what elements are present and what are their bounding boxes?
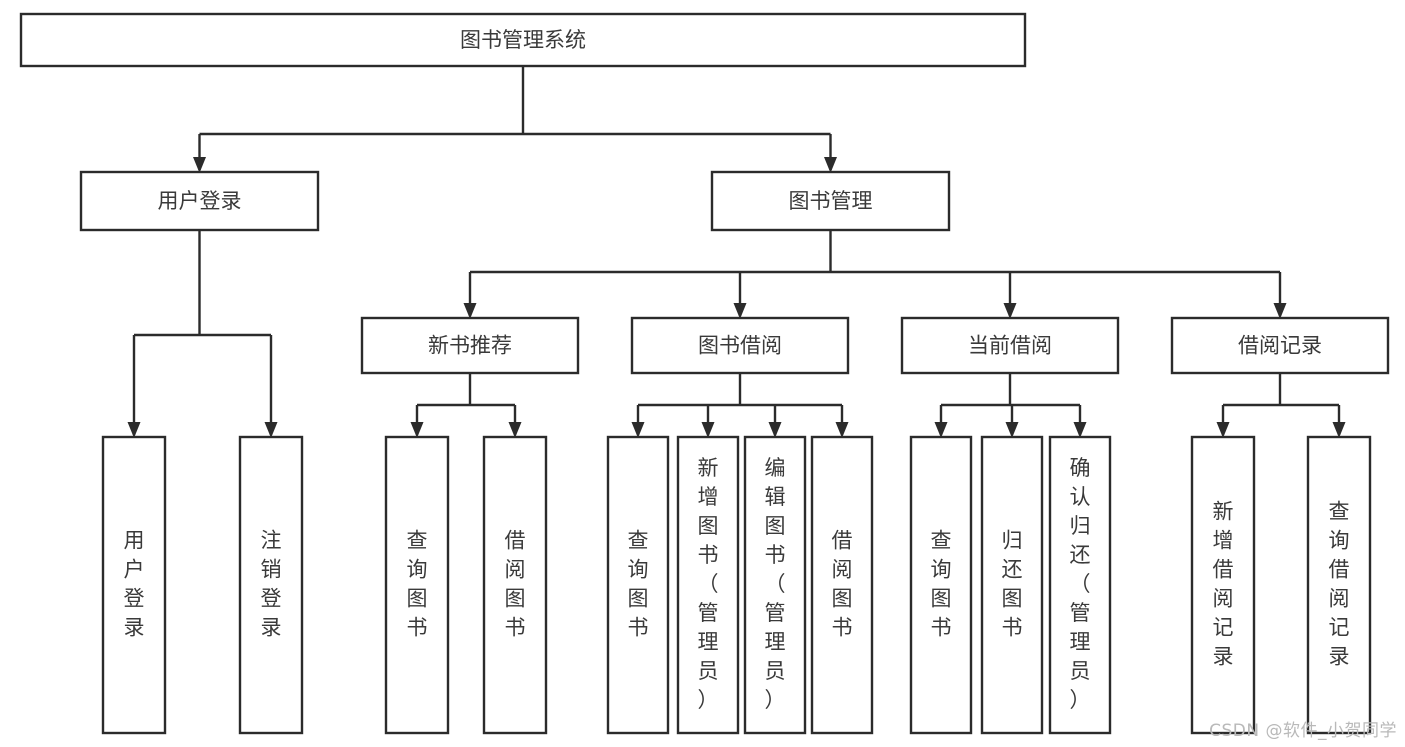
node-box-leaf-add-record[interactable]: [1190, 435, 1256, 735]
node-leaf-confirm-return[interactable]: 确认归还（管理员）: [1048, 435, 1112, 735]
node-label-leaf-add-record: 新增借阅记录: [1213, 500, 1234, 669]
node-leaf-add-book[interactable]: 新增图书（管理员）: [676, 435, 740, 735]
node-box-book-manage[interactable]: [710, 170, 951, 232]
node-leaf-query-book-3[interactable]: 查询图书: [909, 435, 973, 735]
node-label-leaf-query-record: 查询借阅记录: [1329, 500, 1350, 669]
node-box-leaf-return-book[interactable]: [980, 435, 1044, 735]
node-box-leaf-query-book-2[interactable]: [606, 435, 670, 735]
node-box-book-borrow[interactable]: [630, 316, 850, 375]
node-leaf-logout[interactable]: 注销登录: [238, 435, 304, 735]
connector-layer: [127, 66, 1346, 438]
node-label-leaf-query-book-1: 查询图书: [407, 529, 428, 640]
connector-book-borrow: [631, 373, 849, 438]
node-leaf-query-book-1[interactable]: 查询图书: [384, 435, 450, 735]
node-box-user-login[interactable]: [79, 170, 320, 232]
node-label-leaf-edit-book: 编辑图书（管理员）: [765, 456, 786, 712]
node-label-current-borrow: 当前借阅: [968, 334, 1052, 358]
node-box-current-borrow[interactable]: [900, 316, 1120, 375]
node-box-leaf-logout[interactable]: [238, 435, 304, 735]
node-label-leaf-confirm-return: 确认归还（管理员）: [1070, 456, 1091, 712]
connector-user-login: [127, 230, 278, 438]
node-leaf-borrow-book-1[interactable]: 借阅图书: [482, 435, 548, 735]
node-box-root[interactable]: [19, 12, 1027, 68]
node-leaf-query-record[interactable]: 查询借阅记录: [1306, 435, 1372, 735]
node-label-leaf-logout: 注销登录: [261, 529, 282, 640]
node-label-borrow-record: 借阅记录: [1238, 334, 1322, 358]
node-label-leaf-borrow-book-2: 借阅图书: [832, 529, 853, 640]
node-leaf-user-login[interactable]: 用户登录: [101, 435, 167, 735]
node-label-leaf-add-book: 新增图书（管理员）: [698, 456, 719, 712]
node-label-leaf-query-book-2: 查询图书: [628, 529, 649, 640]
node-label-leaf-user-login: 用户登录: [124, 529, 145, 640]
node-leaf-add-record[interactable]: 新增借阅记录: [1190, 435, 1256, 735]
node-box-leaf-confirm-return[interactable]: [1048, 435, 1112, 735]
node-borrow-record[interactable]: 借阅记录: [1170, 316, 1390, 375]
node-box-leaf-user-login[interactable]: [101, 435, 167, 735]
node-user-login[interactable]: 用户登录: [79, 170, 320, 232]
node-book-borrow[interactable]: 图书借阅: [630, 316, 850, 375]
node-label-leaf-borrow-book-1: 借阅图书: [505, 529, 526, 640]
node-label-user-login: 用户登录: [158, 189, 242, 213]
connector-book-manage: [463, 230, 1287, 319]
node-leaf-query-book-2[interactable]: 查询图书: [606, 435, 670, 735]
node-leaf-edit-book[interactable]: 编辑图书（管理员）: [743, 435, 807, 735]
node-box-leaf-query-record[interactable]: [1306, 435, 1372, 735]
node-layer: 图书管理系统用户登录图书管理新书推荐图书借阅当前借阅借阅记录用户登录注销登录查询…: [19, 12, 1390, 735]
node-box-leaf-borrow-book-2[interactable]: [810, 435, 874, 735]
node-leaf-return-book[interactable]: 归还图书: [980, 435, 1044, 735]
node-box-leaf-borrow-book-1[interactable]: [482, 435, 548, 735]
node-box-borrow-record[interactable]: [1170, 316, 1390, 375]
node-box-leaf-query-book-1[interactable]: [384, 435, 450, 735]
node-label-new-book-rec: 新书推荐: [428, 334, 512, 358]
node-label-leaf-query-book-3: 查询图书: [931, 529, 952, 640]
node-label-leaf-return-book: 归还图书: [1002, 529, 1023, 640]
node-label-book-borrow: 图书借阅: [698, 334, 782, 358]
node-root[interactable]: 图书管理系统: [19, 12, 1027, 68]
node-leaf-borrow-book-2[interactable]: 借阅图书: [810, 435, 874, 735]
node-box-leaf-edit-book[interactable]: [743, 435, 807, 735]
connector-new-book-rec: [410, 373, 522, 438]
node-box-leaf-query-book-3[interactable]: [909, 435, 973, 735]
node-box-new-book-rec[interactable]: [360, 316, 580, 375]
node-book-manage[interactable]: 图书管理: [710, 170, 951, 232]
node-current-borrow[interactable]: 当前借阅: [900, 316, 1120, 375]
csdn-watermark: CSDN @软件_小贺同学: [1209, 721, 1397, 741]
node-label-book-manage: 图书管理: [789, 189, 873, 213]
node-box-leaf-add-book[interactable]: [676, 435, 740, 735]
connector-borrow-record: [1216, 373, 1346, 438]
node-label-root: 图书管理系统: [460, 28, 586, 52]
connector-current-borrow: [934, 373, 1087, 438]
connector-root: [193, 66, 837, 173]
node-new-book-rec[interactable]: 新书推荐: [360, 316, 580, 375]
